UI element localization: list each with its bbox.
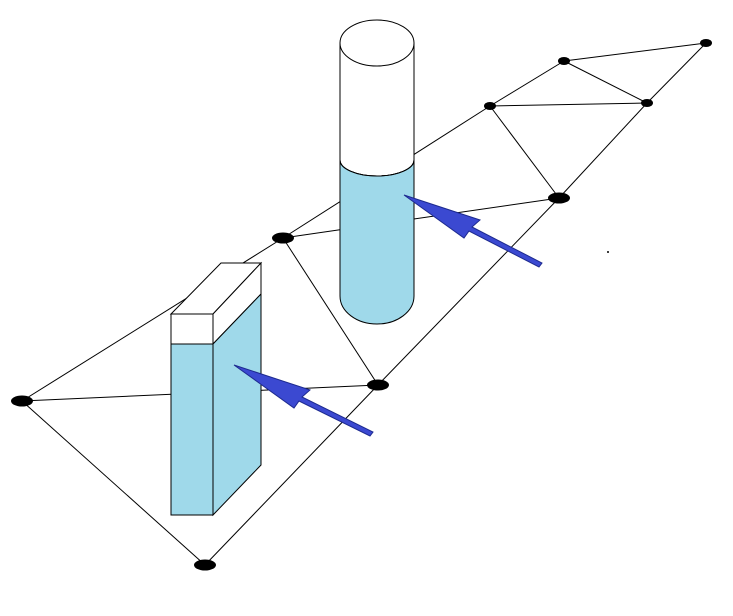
- cylinder-tank: [339, 19, 415, 325]
- mesh-edge: [489, 102, 648, 107]
- mesh-edge: [489, 105, 560, 199]
- mesh-edge: [282, 237, 379, 386]
- mesh-node: [194, 559, 216, 571]
- mesh-edge: [558, 102, 648, 199]
- mesh-node: [700, 39, 712, 47]
- mesh-edge: [204, 384, 379, 566]
- cylinder-water-surface: [339, 159, 415, 177]
- mesh-node: [641, 99, 653, 107]
- mesh-edge: [646, 42, 707, 104]
- mesh-edge: [21, 400, 206, 566]
- mesh-node: [558, 57, 570, 65]
- box-side-water: [212, 292, 262, 517]
- arrow-upper: [403, 194, 543, 268]
- cylinder-water: [339, 159, 415, 325]
- mesh-node: [11, 395, 33, 407]
- stray-dot: [607, 251, 609, 253]
- box-front-empty: [170, 313, 214, 345]
- arrow-lower: [233, 364, 374, 437]
- mesh-edge: [563, 42, 707, 62]
- mesh-edge: [563, 60, 648, 104]
- cylinder-top: [339, 19, 415, 67]
- mesh-node: [367, 379, 389, 391]
- mesh-edge: [489, 60, 565, 107]
- box-tank: [169, 261, 263, 517]
- box-front-water: [170, 343, 214, 516]
- mesh-edge: [282, 197, 560, 239]
- mesh-nodes: [11, 39, 712, 571]
- mesh-node: [484, 102, 496, 110]
- mesh-node: [272, 232, 294, 244]
- arrows: [233, 194, 543, 437]
- mesh-node: [548, 192, 570, 204]
- mesh-edge: [377, 197, 560, 386]
